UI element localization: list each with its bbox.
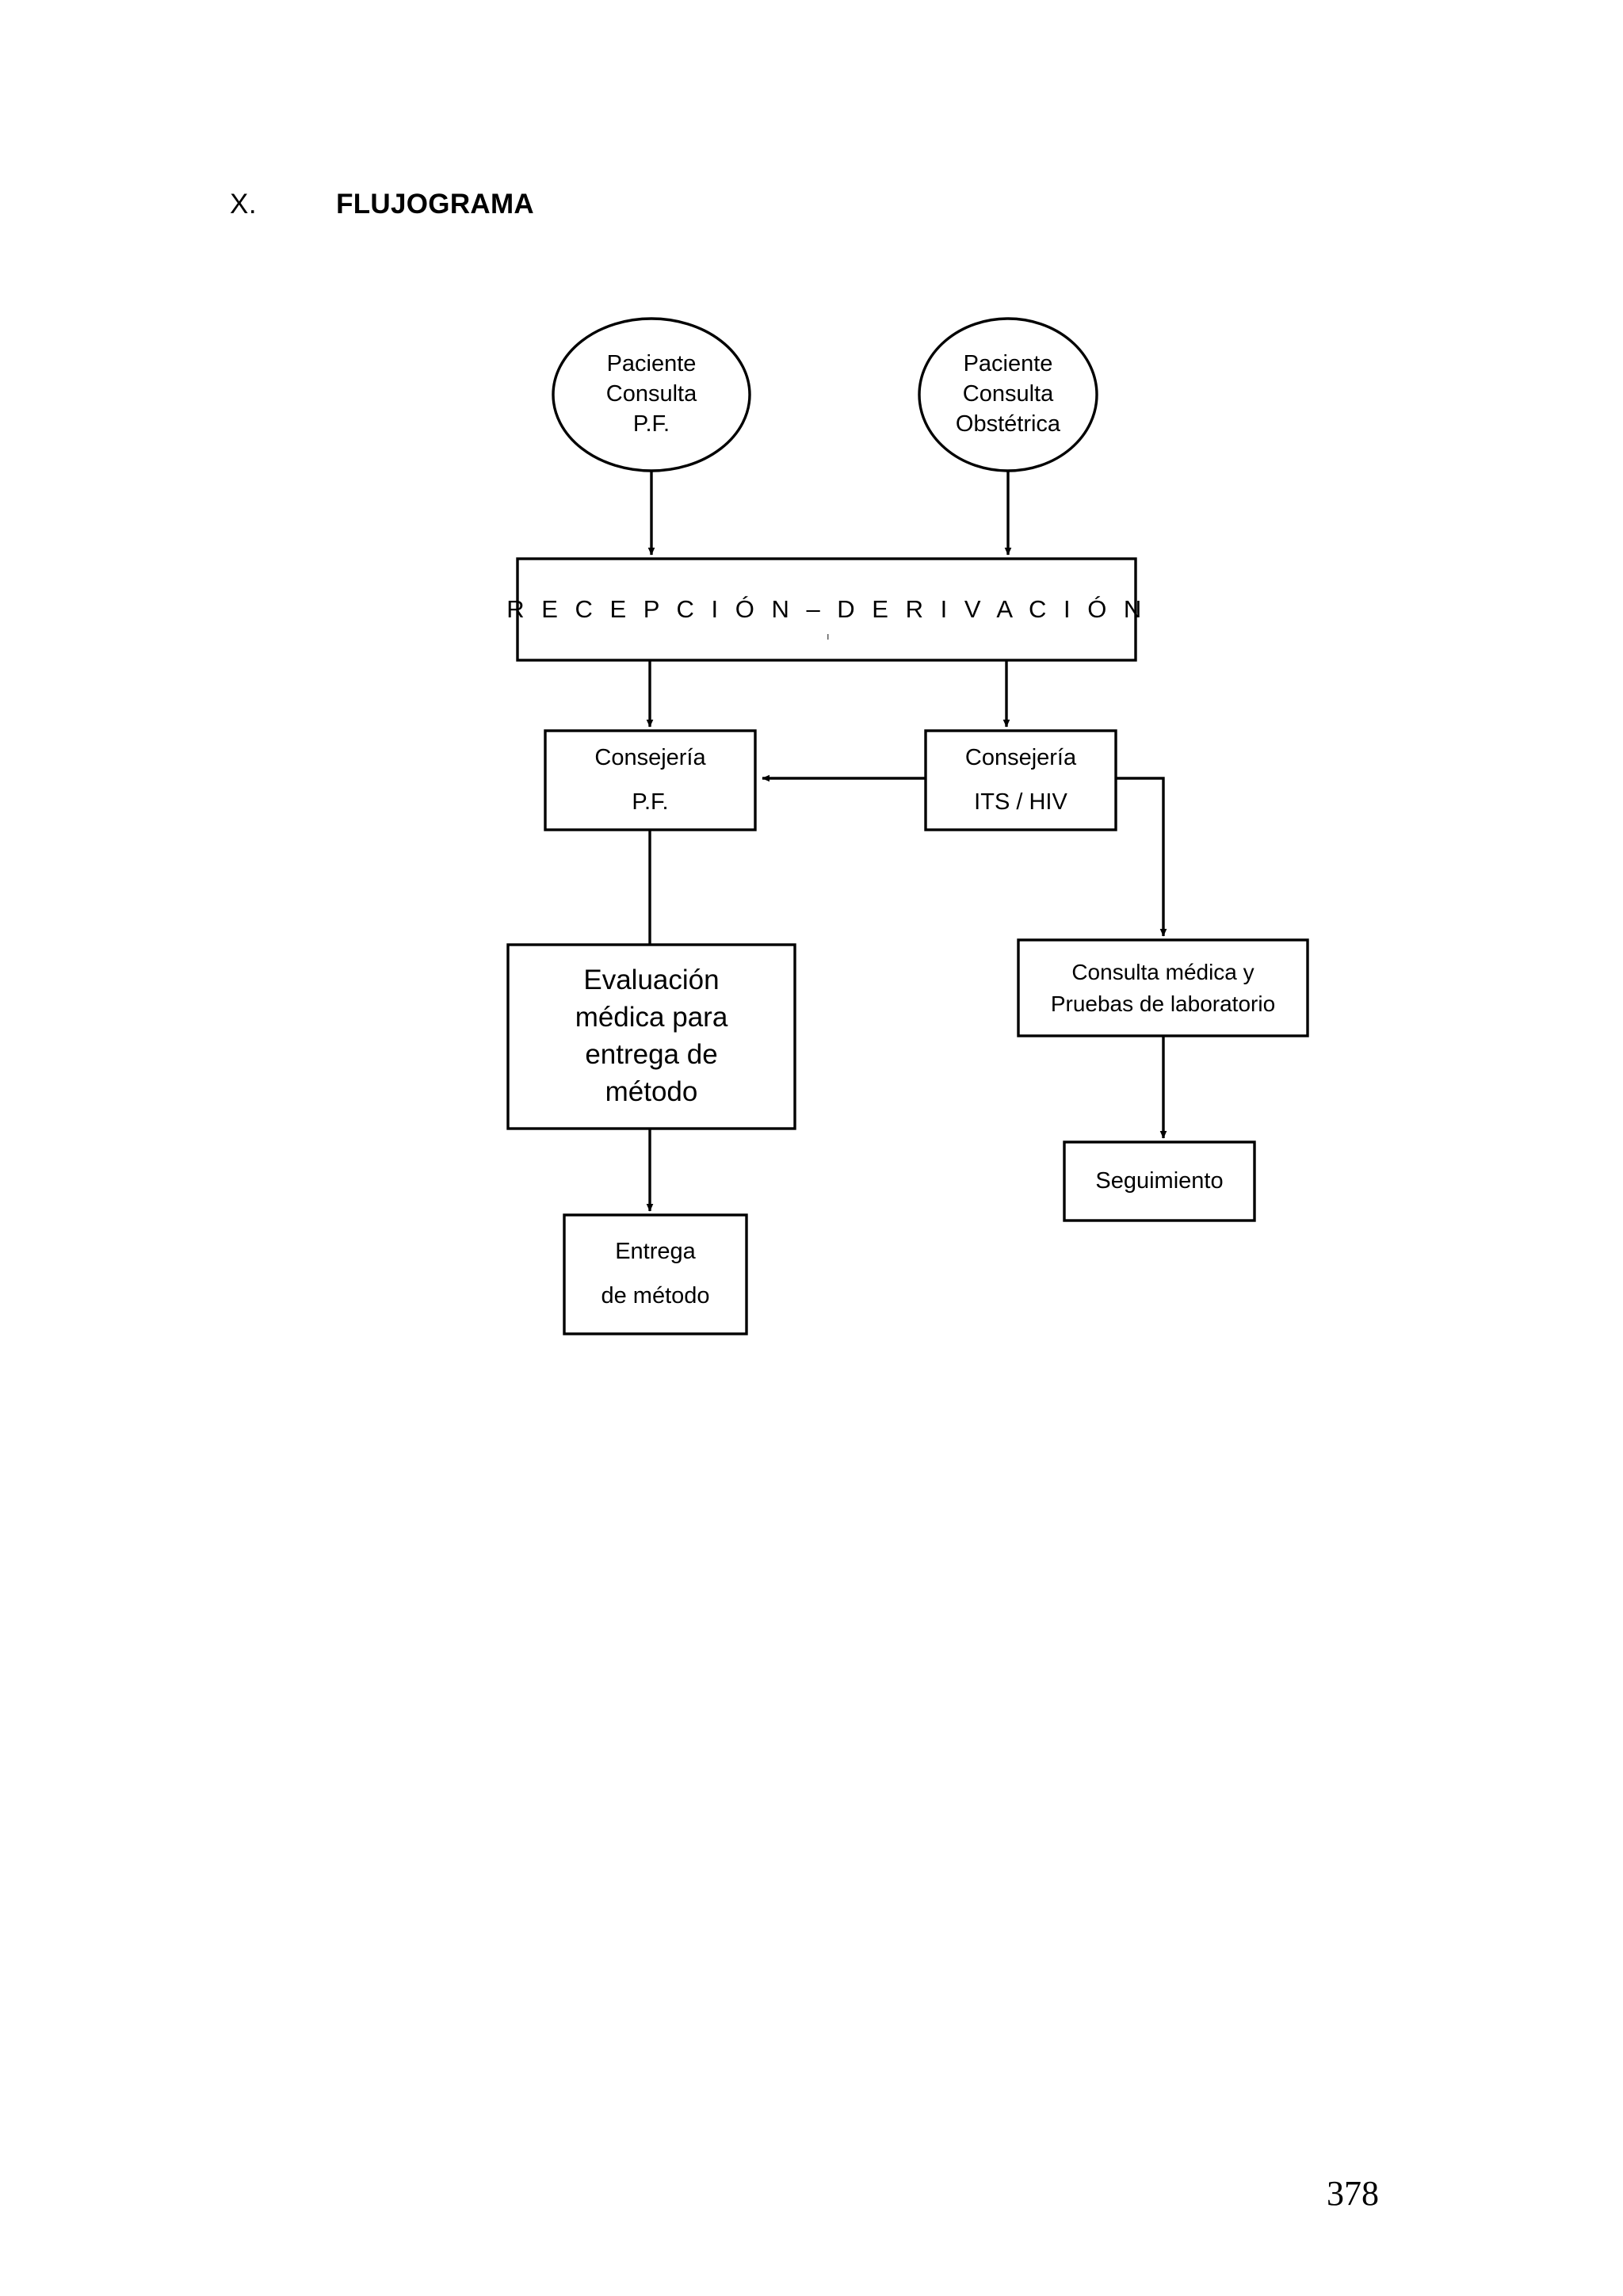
- node-recepcion-derivacion-shape: [516, 557, 1137, 662]
- node-seguimiento-shape: [1063, 1140, 1256, 1222]
- section-numeral: X.: [230, 189, 258, 220]
- node-paciente-obstetrica-shape: [918, 317, 1098, 472]
- section-heading: X. FLUJOGRAMA: [230, 189, 534, 220]
- edge-consejeria-its-hiv-to-consulta-laboratorio: [1116, 777, 1167, 937]
- node-consejeria-its-hiv-shape: [924, 729, 1117, 831]
- page-number: 378: [1327, 2174, 1379, 2213]
- node-evaluacion-medica-shape: [506, 943, 796, 1130]
- node-consulta-laboratorio-shape: [1017, 938, 1309, 1037]
- node-entrega-metodo-shape: [563, 1213, 748, 1335]
- node-consejeria-pf-shape: [544, 729, 757, 831]
- section-title: FLUJOGRAMA: [336, 189, 535, 220]
- node-paciente-pf-shape: [552, 317, 751, 472]
